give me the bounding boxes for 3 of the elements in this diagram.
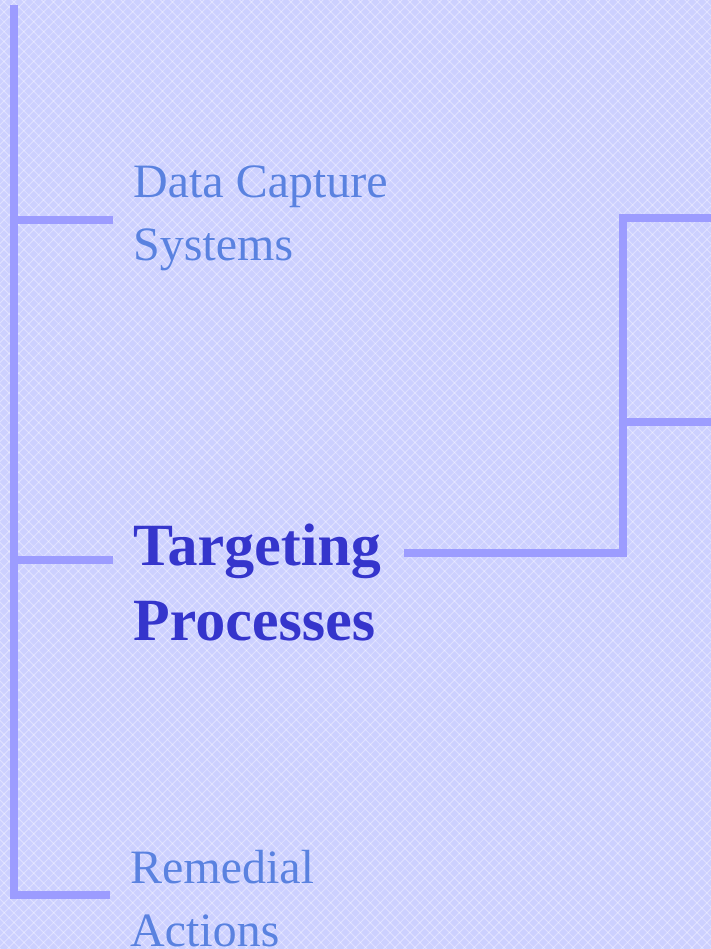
list-item: Targeting Processes — [113, 508, 413, 658]
list-item: Remedial Actions — [110, 836, 390, 949]
list-item: Data Capture Systems — [113, 150, 443, 276]
